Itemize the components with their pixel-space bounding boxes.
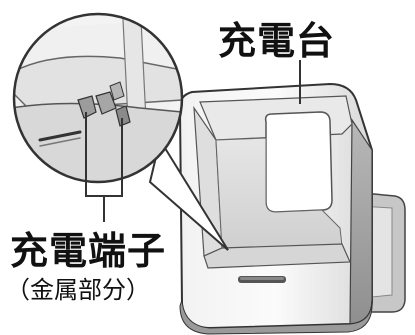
charger-label: 充電台 bbox=[218, 19, 336, 63]
leader-lines bbox=[85, 60, 301, 222]
charging-terminal-label: 充電端子 bbox=[10, 229, 167, 273]
charger-body bbox=[178, 82, 406, 335]
metal-part-label: （金属部分） bbox=[6, 276, 150, 304]
charging-terminals bbox=[77, 81, 131, 127]
